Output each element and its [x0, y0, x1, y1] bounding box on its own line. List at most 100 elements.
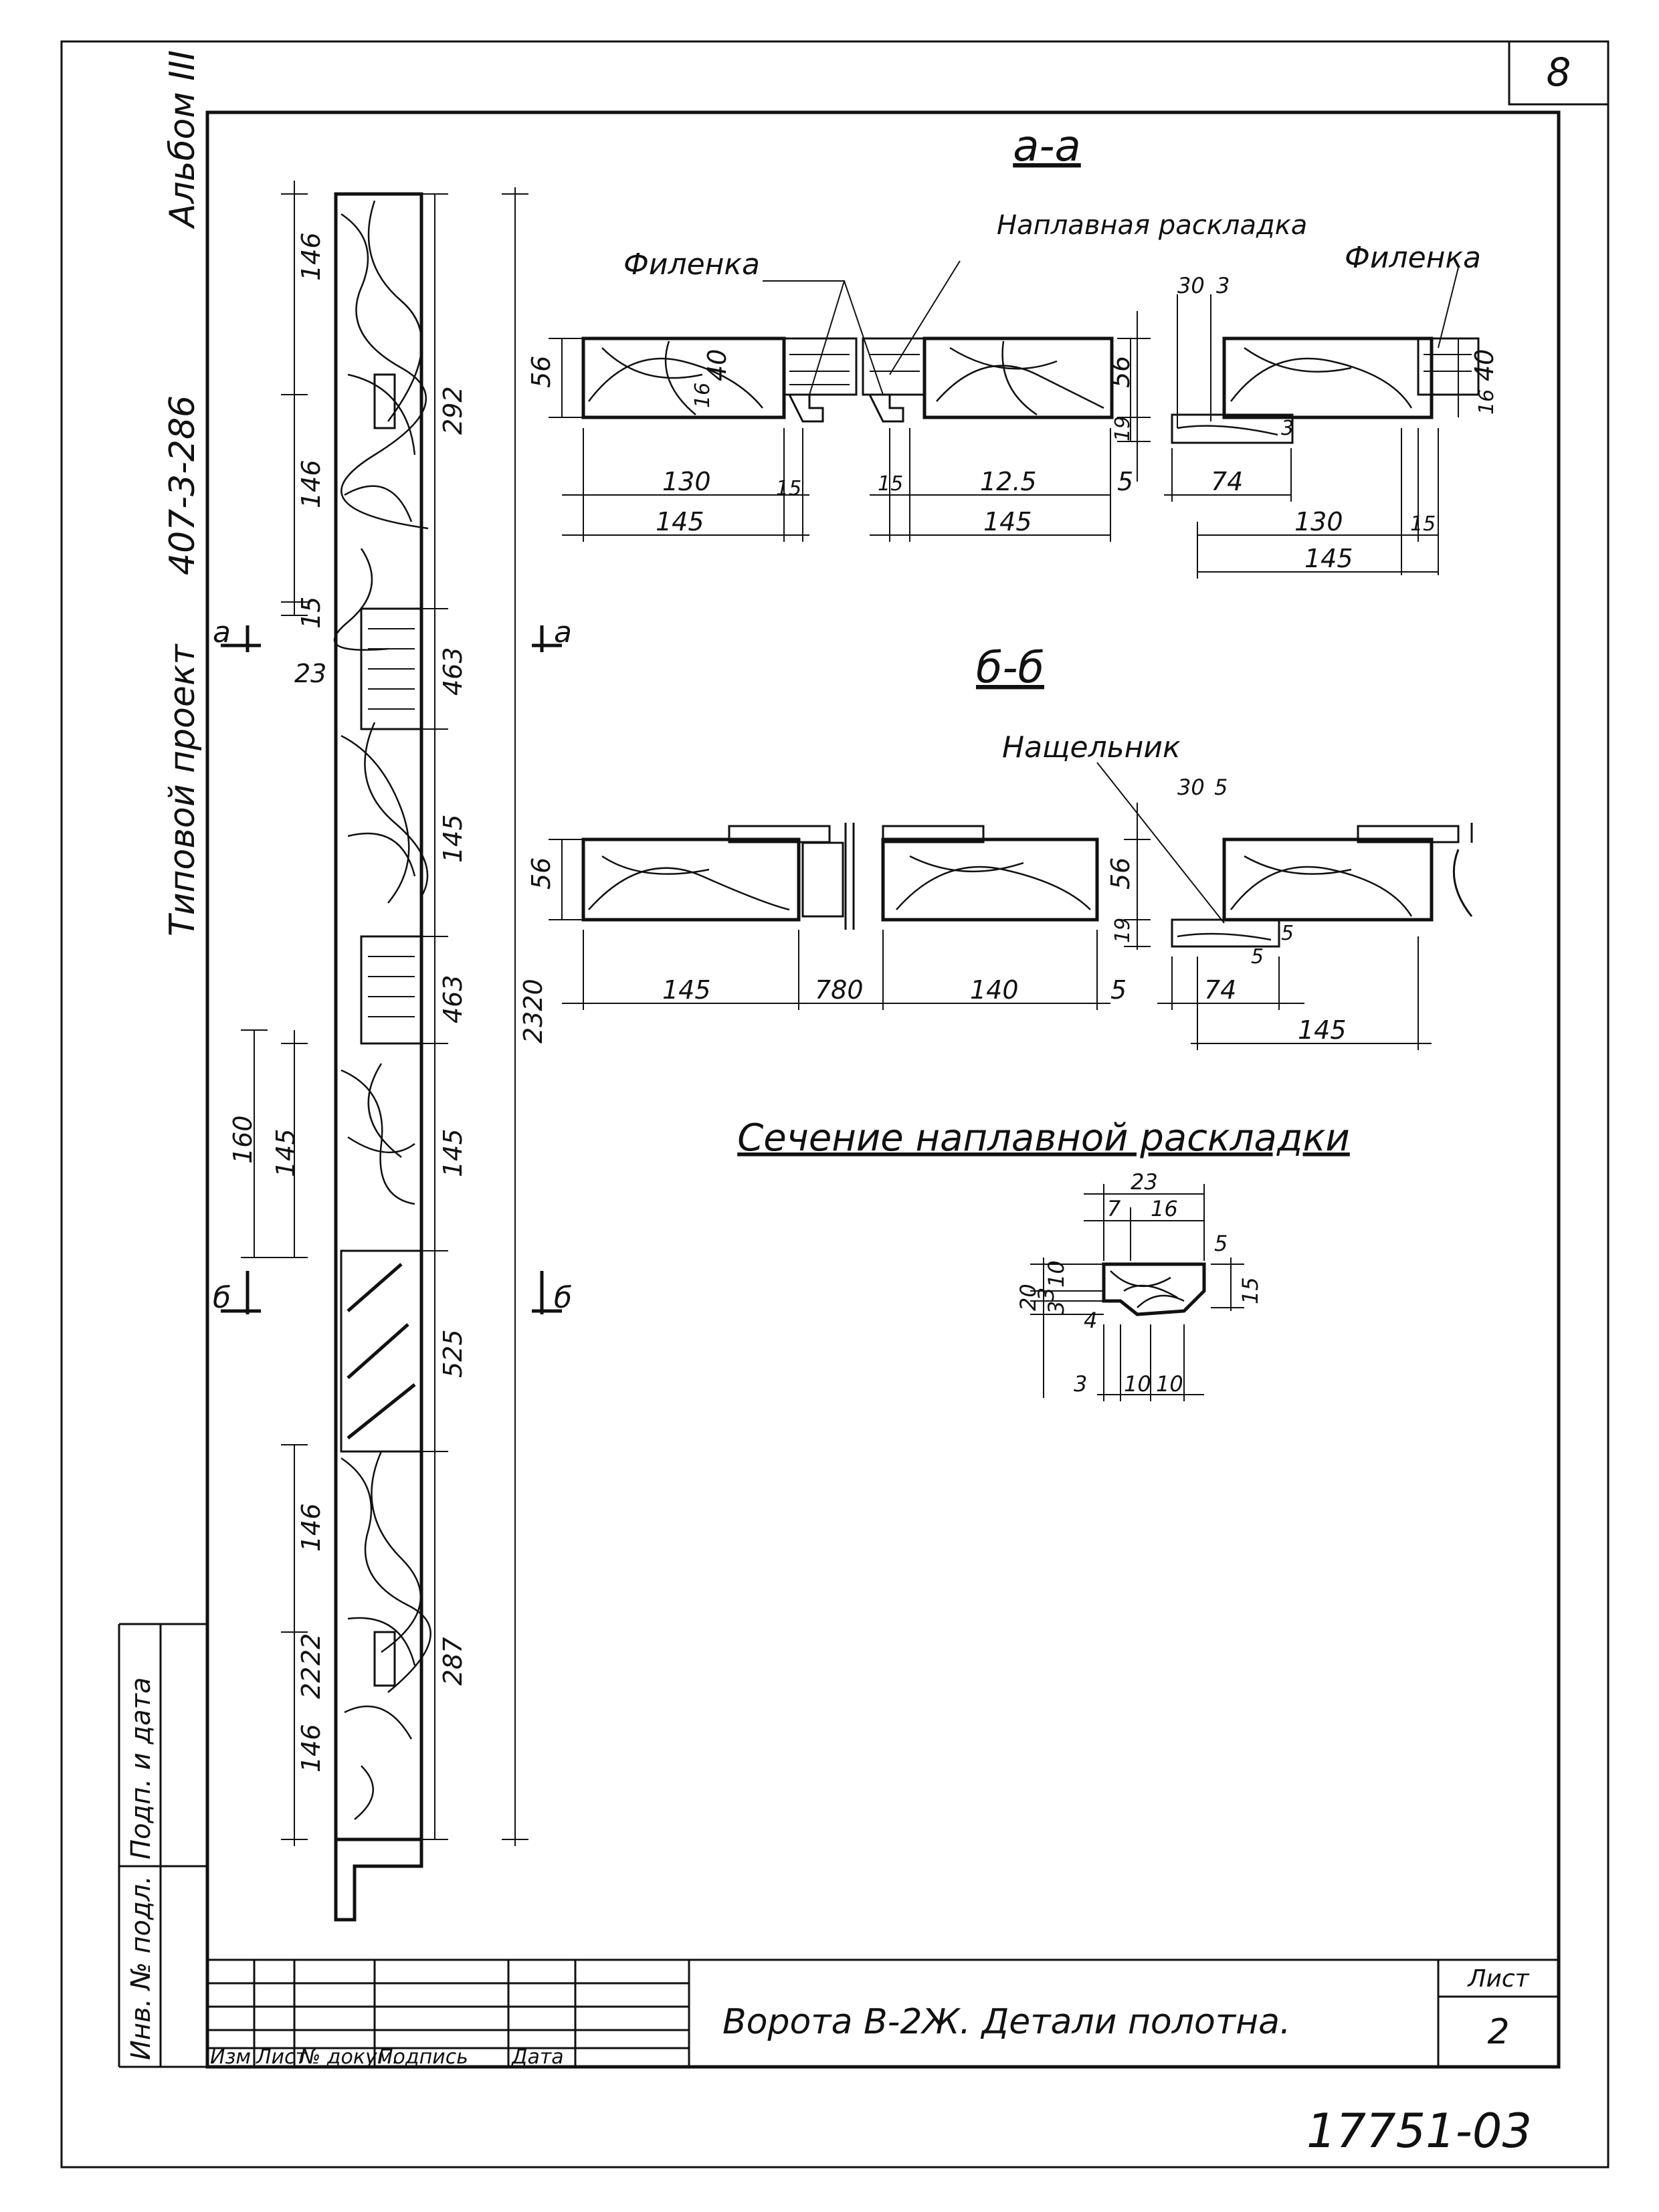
ov-d11: 10	[1124, 1371, 1151, 1397]
aa-d8: 145	[983, 507, 1032, 536]
dim-e15: 22	[296, 1633, 326, 1666]
ov-d8: 4	[1084, 1308, 1097, 1333]
bb-d2: 780	[815, 975, 864, 1005]
label-panel-1: Филенка	[623, 247, 760, 282]
aa-d3: 130	[662, 467, 711, 496]
aa-d19: 40	[1470, 349, 1499, 381]
aa-d15: 3	[1281, 417, 1294, 440]
section-aa-dims	[549, 338, 1472, 579]
sign-date-label: Подп. и дата	[126, 1678, 157, 1859]
col-list: Лист	[256, 2045, 308, 2069]
dim-e17: 287	[438, 1637, 468, 1686]
sheet-label: Лист	[1466, 1965, 1529, 1993]
ov-d9: 15	[1238, 1277, 1263, 1304]
dim-e13: 525	[438, 1329, 468, 1378]
ov-d5: 10	[1044, 1260, 1069, 1288]
label-overlay-strip: Наплавная раскладка	[997, 210, 1307, 241]
bb-d7: 56	[1106, 858, 1135, 890]
leaf-elevation	[333, 192, 431, 1922]
dim-e7: 145	[438, 814, 468, 863]
col-date: Дата	[510, 2045, 564, 2069]
dim-e10: 145	[271, 1128, 300, 1177]
col-sign: Подпись	[378, 2045, 468, 2069]
cut-b-right: б	[554, 1281, 572, 1315]
album-label: Альбом III	[163, 50, 203, 229]
bb-d11: 74	[1204, 975, 1236, 1005]
aa-d13: 19	[1111, 416, 1135, 441]
bb-d4: 5	[1110, 975, 1127, 1005]
section-bb-title: б-б	[976, 643, 1044, 693]
outer-frame	[60, 40, 1609, 2169]
section-bb-drawing	[581, 823, 1473, 948]
aa-d11: 3	[1216, 273, 1230, 298]
aa-d20: 16	[1475, 389, 1498, 415]
dim-e18: 146	[296, 1724, 326, 1773]
dim-e3: 15	[296, 597, 326, 629]
cut-a-right: а	[554, 615, 572, 649]
aa-d0: 56	[526, 356, 556, 388]
bb-leader	[1096, 762, 1225, 924]
ov-d4: 20	[1015, 1284, 1041, 1311]
bb-d1: 145	[662, 975, 711, 1005]
inner-frame	[205, 110, 1561, 2069]
ov-d12: 10	[1156, 1371, 1183, 1397]
overlay-section-title: Сечение наплавной раскладки	[737, 1116, 1350, 1160]
section-aa-title: а-а	[1013, 122, 1081, 171]
ov-d3: 5	[1214, 1231, 1228, 1256]
aa-d2: 16	[691, 383, 714, 408]
ov-d7: 3	[1044, 1301, 1069, 1314]
ov-d2: 16	[1151, 1196, 1178, 1221]
ov-d1: 7	[1107, 1196, 1121, 1221]
corner-number: 8	[1547, 49, 1571, 95]
project-label: Типовой проект	[163, 643, 203, 936]
ov-d6: 3	[1034, 1288, 1059, 1301]
aa-d17: 15	[1410, 512, 1436, 536]
section-aa-leaders	[763, 260, 1459, 395]
aa-d14: 74	[1211, 467, 1243, 496]
ov-d0: 23	[1131, 1169, 1158, 1195]
aa-d9: 5	[1117, 467, 1133, 496]
aa-d4: 15	[776, 477, 801, 500]
dim-e2: 146	[296, 460, 326, 508]
col-izm: Изм	[210, 2045, 251, 2069]
bb-d12: 145	[1298, 1015, 1347, 1045]
col-doc: № докум.	[298, 2045, 399, 2069]
project-code: 407-3-286	[163, 395, 203, 575]
aa-d6: 15	[878, 472, 903, 496]
overlay-dims	[1030, 1184, 1244, 1401]
dim-e11: 145	[438, 1128, 468, 1177]
cut-marks	[221, 625, 562, 1314]
title-block	[206, 1958, 1559, 2067]
section-bb-dims	[549, 803, 1432, 1050]
drawing-title: Ворота В-2Ж. Детали полотна.	[722, 2002, 1290, 2042]
elevation-dimensions	[241, 181, 528, 1846]
bb-d9: 5	[1281, 922, 1294, 945]
ov-d10: 3	[1074, 1371, 1087, 1397]
dim-e9: 160	[228, 1115, 258, 1164]
dim-e14: 146	[296, 1503, 326, 1552]
section-aa-drawing	[581, 294, 1480, 482]
bb-d6: 5	[1214, 775, 1228, 800]
inv-number-label: Инв. № подл.	[126, 1876, 157, 2060]
aa-d7: 12.5	[980, 467, 1037, 496]
corner-number-box	[1508, 41, 1608, 106]
aa-d12: 56	[1106, 356, 1135, 388]
document-number: 17751-03	[1306, 2104, 1532, 2158]
dim-e5: 23	[294, 659, 326, 688]
aa-d16: 130	[1294, 507, 1343, 536]
dim-e4: 292	[438, 386, 468, 435]
bb-d3: 140	[970, 975, 1019, 1005]
sheet-number: 2	[1487, 2012, 1509, 2052]
dim-e16: 22	[296, 1667, 326, 1699]
overlay-section-drawing	[1102, 1262, 1206, 1316]
cut-b-left: б	[213, 1281, 231, 1315]
cut-a-left: а	[213, 615, 231, 649]
left-stamp-grid	[118, 1623, 207, 2068]
aa-d10: 30	[1177, 273, 1205, 298]
bb-d5: 30	[1177, 775, 1205, 800]
bb-d8: 19	[1111, 918, 1135, 943]
dim-e1: 146	[296, 232, 326, 281]
label-panel-2: Филенка	[1345, 241, 1481, 275]
dim-e6: 463	[438, 647, 468, 696]
